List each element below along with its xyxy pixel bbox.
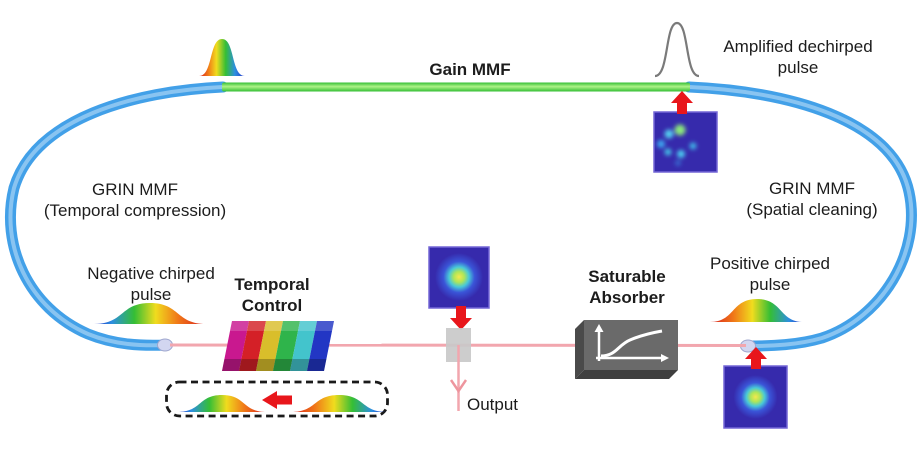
down-arrow-to-coupler	[450, 306, 472, 330]
up-arrow-to-right-fiber	[745, 347, 767, 369]
negative-pulse-label-line2: pulse	[130, 285, 172, 304]
speckle-blob	[664, 148, 672, 156]
saturable-absorber-label: Saturable Absorber	[567, 266, 687, 308]
saturable-absorber-label-line2: Absorber	[589, 288, 665, 307]
positive-pulse-label-line1: Positive chirped	[709, 254, 830, 273]
reversed-chirped-pulse-icon	[177, 395, 267, 412]
negative-pulse-label-line1: Negative chirped	[87, 264, 215, 283]
negative-chirped-pulse-icon	[94, 303, 206, 324]
rainbow-pulse-icon	[199, 39, 245, 76]
gain-fiber-label: Gain MMF	[429, 60, 511, 79]
saturation-curve	[594, 324, 669, 362]
grin-left-label: GRIN MMF (Temporal compression)	[18, 179, 252, 221]
positive-pulse-label: Positive chirped pulse	[690, 253, 850, 295]
grin-right-label-line2: (Spatial cleaning)	[746, 200, 878, 219]
time-reversal-dashed-box	[165, 380, 389, 418]
gaussian-mode-image-center	[428, 246, 490, 309]
output-beam-arrow	[449, 345, 468, 411]
grin-left-label-line1: GRIN MMF	[92, 180, 178, 199]
grin-right-label: GRIN MMF (Spatial cleaning)	[722, 178, 902, 220]
grin-right-label-line1: GRIN MMF	[769, 179, 855, 198]
incoming-chirped-pulse-icon	[291, 395, 387, 412]
saturable-absorber-label-line1: Saturable	[588, 267, 666, 286]
gain-fiber	[222, 82, 690, 92]
temporal-control-label-line2: Control	[241, 296, 303, 315]
saturable-absorber-box	[575, 320, 678, 379]
positive-chirped-pulse-icon	[710, 299, 804, 322]
output-label: Output	[467, 395, 519, 414]
right-grin-fiber-arc	[683, 81, 917, 352]
gray-dechirped-pulse-icon	[654, 21, 700, 78]
left-grin-fiber-arc	[5, 81, 229, 351]
temporal-control-label: Temporal Control	[212, 274, 332, 316]
left-arrow-icon	[262, 391, 292, 409]
speckle-blob	[674, 124, 686, 136]
speckle-blob	[675, 160, 681, 166]
up-arrow-to-gain-fiber	[671, 91, 693, 114]
grin-left-label-line2: (Temporal compression)	[43, 201, 227, 220]
speckle-mode-image	[653, 111, 718, 173]
amplified-pulse-label-line2: pulse	[777, 58, 819, 77]
positive-pulse-label-line2: pulse	[749, 275, 791, 294]
speckle-blob	[689, 142, 697, 150]
temporal-control-block	[222, 321, 334, 371]
negative-pulse-label: Negative chirped pulse	[64, 263, 238, 305]
speckle-blob	[677, 150, 685, 158]
gaussian-mode-image-right	[723, 365, 788, 429]
amplified-pulse-label: Amplified dechirped pulse	[703, 36, 893, 78]
amplified-pulse-label-line1: Amplified dechirped	[723, 37, 873, 56]
temporal-control-label-line1: Temporal	[234, 275, 310, 294]
speckle-blob	[664, 129, 674, 139]
speckle-blob	[657, 140, 665, 148]
